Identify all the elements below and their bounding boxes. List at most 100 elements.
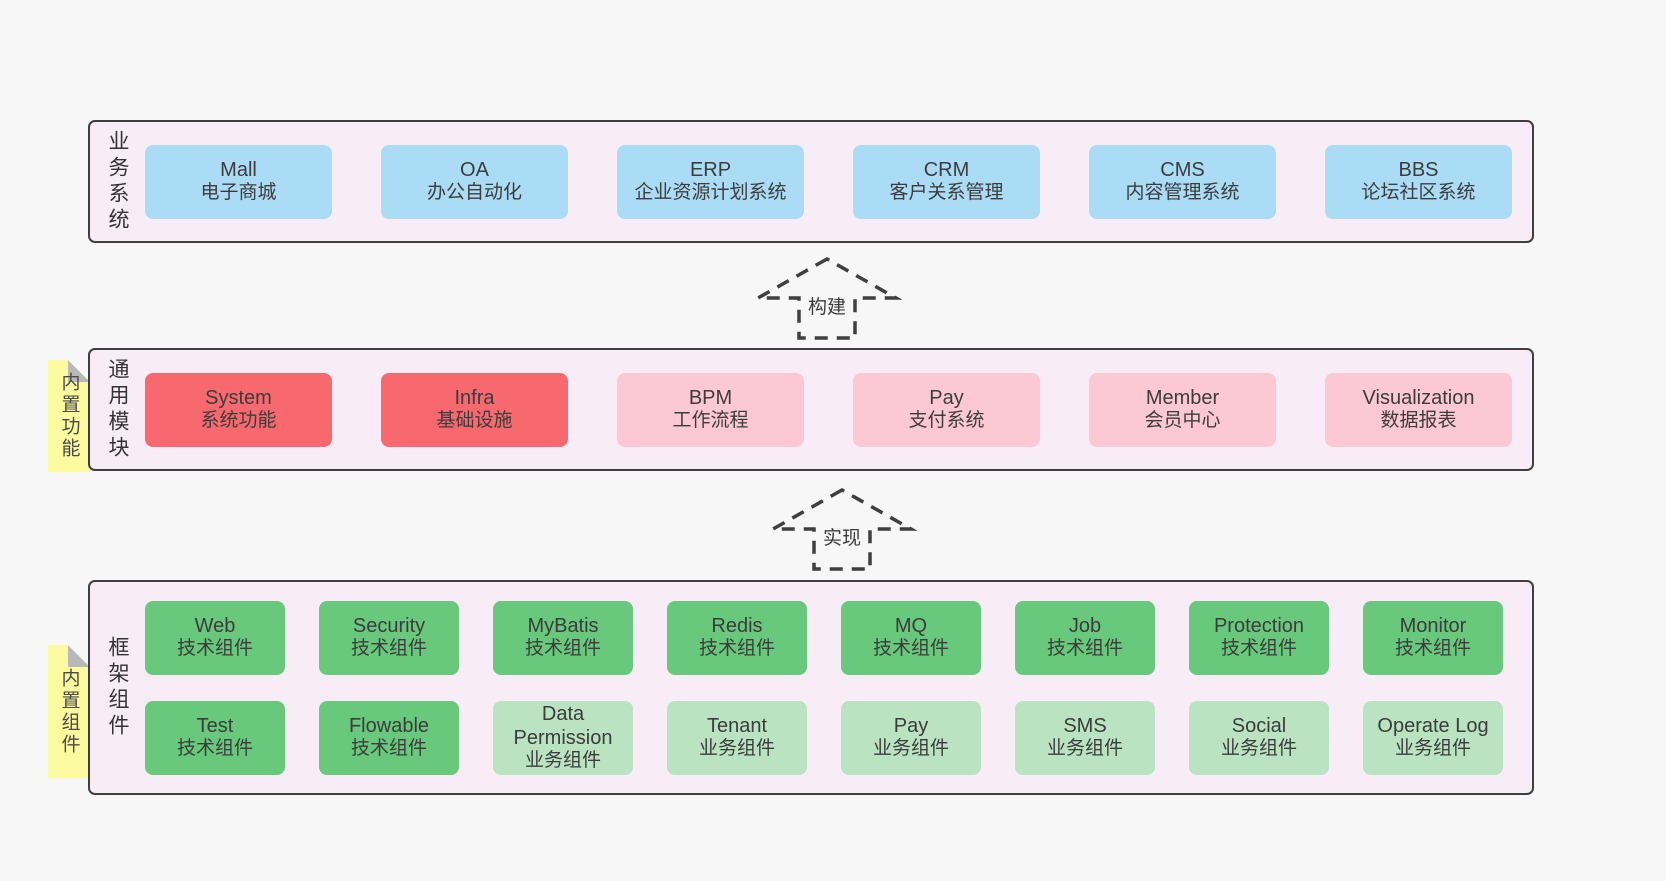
box-title: CMS: [1160, 159, 1205, 182]
box-title: Mall: [220, 159, 257, 182]
box-title: Infra: [454, 387, 495, 410]
box-title: SMS: [1063, 715, 1107, 738]
box-title: Visualization: [1362, 387, 1475, 410]
box-subtitle: 技术组件: [350, 638, 427, 660]
box-subtitle: 会员中心: [1144, 410, 1221, 432]
box-title: BBS: [1398, 159, 1439, 182]
box-subtitle: 企业资源计划系统: [634, 182, 787, 204]
box-title: Pay: [929, 387, 964, 410]
box-title: System: [205, 387, 272, 410]
box-title: OA: [460, 159, 489, 182]
box-subtitle: 客户关系管理: [889, 182, 1004, 204]
up-arrow-icon: [767, 487, 917, 571]
box-title: Social: [1231, 715, 1287, 738]
box-subtitle: 业务组件: [1046, 738, 1123, 760]
section-label: 通用模块: [106, 357, 129, 462]
box-title: Security: [352, 615, 426, 638]
folded-corner-icon: [68, 645, 90, 667]
box-title: BPM: [688, 387, 733, 410]
box-title: Redis: [711, 615, 763, 638]
dashed-up-arrow-build-icon: 构建: [752, 256, 902, 341]
box-title: Operate Log: [1377, 715, 1489, 738]
sticky-note-built-in-components: 内置组件: [48, 645, 90, 778]
box-title: Flowable: [348, 715, 430, 738]
box-title: CRM: [923, 159, 970, 182]
box-title: Member: [1145, 387, 1220, 410]
box-subtitle: 业务组件: [1220, 738, 1297, 760]
box-subtitle: 技术组件: [1220, 638, 1297, 660]
box-subtitle: 技术组件: [698, 638, 775, 660]
box-subtitle: 技术组件: [1046, 638, 1123, 660]
box-title: Job: [1068, 615, 1102, 638]
box-subtitle: 电子商城: [200, 182, 277, 204]
box-subtitle: 技术组件: [176, 738, 253, 760]
box-subtitle: 业务组件: [872, 738, 949, 760]
box-subtitle: 数据报表: [1380, 410, 1457, 432]
arrow-label: 实现: [818, 523, 866, 550]
box-title: Test: [196, 715, 234, 738]
box-subtitle: 技术组件: [350, 738, 427, 760]
box-subtitle: 基础设施: [436, 410, 513, 432]
box-subtitle: 技术组件: [176, 638, 253, 660]
box-title: MQ: [894, 615, 928, 638]
box-subtitle: 业务组件: [524, 750, 601, 772]
box-title: Tenant: [706, 715, 768, 738]
section-label: 业务系统: [106, 129, 129, 234]
box-subtitle: 技术组件: [1394, 638, 1471, 660]
box-subtitle: 支付系统: [908, 410, 985, 432]
box-title: ERP: [689, 159, 732, 182]
up-arrow-icon: [752, 256, 902, 340]
box-subtitle: 工作流程: [672, 410, 749, 432]
box-subtitle: 办公自动化: [426, 182, 522, 204]
box-subtitle: 论坛社区系统: [1361, 182, 1476, 204]
box-subtitle: 业务组件: [1394, 738, 1471, 760]
box-subtitle: 技术组件: [524, 638, 601, 660]
box-subtitle: 系统功能: [200, 410, 277, 432]
section-label: 框架组件: [106, 635, 129, 740]
box-title: Web: [194, 615, 236, 638]
arrow-label: 构建: [803, 292, 851, 319]
box-subtitle: 业务组件: [698, 738, 775, 760]
sticky-note-label: 内置组件: [58, 667, 80, 756]
sticky-note-built-in-features: 内置功能: [48, 360, 90, 472]
box-title: Data Permission: [513, 703, 613, 750]
sticky-note-label: 内置功能: [58, 372, 80, 460]
box-title: Protection: [1213, 615, 1305, 638]
box-title: Pay: [893, 715, 929, 738]
box-subtitle: 内容管理系统: [1125, 182, 1240, 204]
dashed-up-arrow-implement-icon: 实现: [767, 487, 917, 572]
box-title: MyBatis: [527, 615, 599, 638]
